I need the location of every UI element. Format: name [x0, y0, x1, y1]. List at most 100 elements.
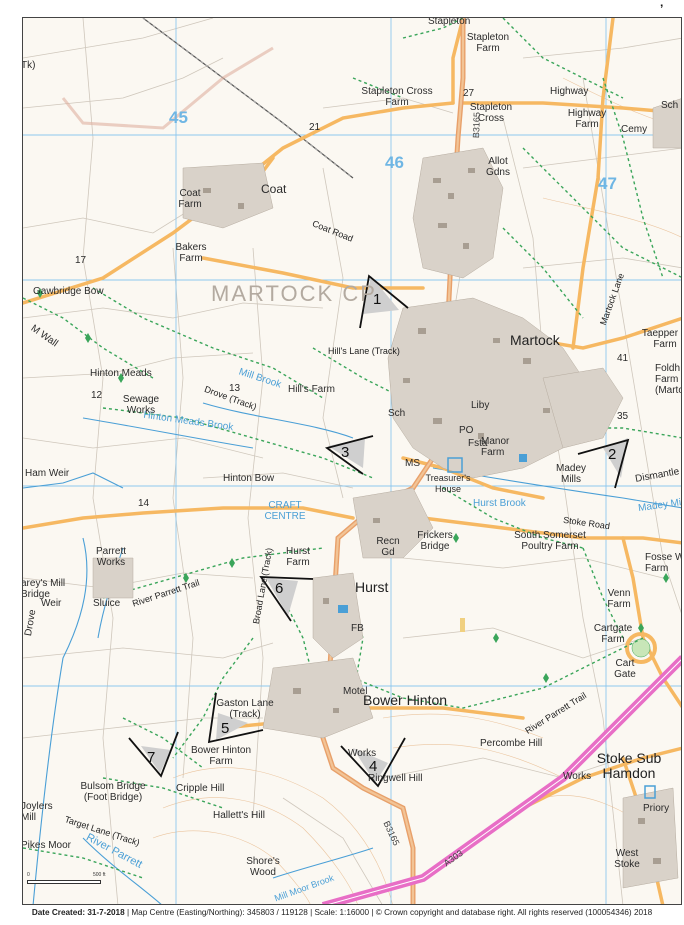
grid-number-47: 47 [598, 174, 617, 193]
place-treasurers-house: Treasurer's House [425, 473, 471, 494]
viewpoint-3[interactable]: 3 [324, 435, 374, 475]
built-up-areas [92, 98, 681, 889]
place-manor-farm: Manor Farm [481, 436, 510, 458]
road-number-35: 35 [617, 411, 629, 422]
road-number-41: 41 [617, 353, 629, 364]
footer-details: | Map Centre (Easting/Northing): 345803 … [124, 908, 653, 917]
place-joylers-mill: Joylers Mill [22, 801, 53, 823]
place-bulsom-bridge: Bulsom Bridge (Foot Bridge) [80, 781, 146, 803]
grid-lines [23, 18, 681, 904]
place-pikes-moor: Pikes Moor [22, 840, 72, 851]
place-ringwell-hill: Ringwell Hill [368, 773, 423, 784]
map-frame[interactable]: 1 2 3 4 5 [22, 17, 682, 905]
parish-label: MARTOCK CP [211, 281, 377, 306]
place-taepper-farm: Taepper C Farm [641, 328, 681, 350]
place-sluice: Sluice [93, 598, 121, 609]
place-library: Liby [471, 400, 490, 411]
place-stapleton: Stapleton [428, 17, 471, 27]
place-venn-farm: Venn Farm [607, 588, 631, 610]
viewpoint-6[interactable]: 6 [259, 576, 314, 622]
place-martock: Martock [510, 332, 560, 348]
place-shores-wood: Shore's Wood [246, 856, 280, 878]
place-works-bower-hinton: Works [348, 748, 377, 759]
viewpoint-4[interactable]: 4 [340, 737, 406, 788]
place-motel: Motel [343, 686, 368, 697]
scale-bar-zero: 0 [27, 872, 30, 878]
grid-number-45: 45 [169, 108, 188, 127]
place-sch-ne: Sch [661, 100, 679, 111]
viewpoint-2-label: 2 [608, 446, 616, 463]
viewpoint-5-label: 5 [221, 720, 229, 737]
place-cemy: Cemy [621, 124, 648, 135]
corner-mark: ’ [660, 2, 664, 16]
blue-symbols [338, 454, 656, 799]
field-boundaries [23, 18, 681, 904]
viewpoint-7[interactable]: 7 [128, 731, 179, 778]
place-foldhill-farm: Foldh Farm (Marto [655, 363, 682, 396]
road-number-21: 21 [309, 122, 321, 133]
viewpoint-7-label: 7 [147, 749, 155, 766]
place-fosse-way-farm: Fosse Wa Farm [645, 552, 681, 574]
place-west-stoke: West Stoke [614, 848, 640, 870]
label-hurst-brook: Hurst Brook [473, 498, 526, 509]
place-works-east: Works [563, 771, 592, 782]
place-coat-farm: Coat Farm [178, 188, 202, 210]
place-percombe-hill: Percombe Hill [480, 738, 543, 749]
place-ham-weir: Ham Weir [25, 468, 70, 479]
place-weir: Weir [41, 598, 62, 609]
place-madey-mills: Madey Mills [555, 463, 587, 485]
label-hills-lane: Hill's Lane (Track) [328, 346, 400, 356]
road-number-14: 14 [138, 498, 150, 509]
footer-date: Date Created: 31-7-2018 [31, 908, 125, 917]
place-cartgate-farm: Cartgate Farm [593, 623, 633, 645]
place-hinton-meads: Hinton Meads [90, 368, 152, 379]
place-priory: Priory [643, 803, 670, 814]
place-south-somerset-poultry-farm: South Somerset Poultry Farm [514, 530, 586, 552]
place-stapleton-cross: Stapleton Cross [469, 102, 513, 124]
map-canvas[interactable]: 1 2 3 4 5 [23, 18, 682, 905]
place-hills-farm: Hill's Farm [288, 384, 335, 395]
viewpoints: 1 2 3 4 5 [128, 274, 630, 788]
viewpoint-1-label: 1 [373, 291, 381, 308]
scale-bar: 0 500 ft [27, 872, 107, 884]
contour-lines [152, 77, 681, 904]
place-craft-centre: CRAFT CENTRE [264, 500, 306, 522]
road-number-13: 13 [229, 383, 241, 394]
place-bakers-farm: Bakers Farm [175, 242, 207, 264]
road-number-27: 27 [463, 88, 475, 99]
place-footbridge: FB [351, 623, 364, 634]
place-hinton-bow: Hinton Bow [223, 473, 275, 484]
place-frickers-bridge: Frickers Bridge [417, 530, 453, 552]
place-fsta: Fsta [468, 438, 488, 449]
viewpoint-1[interactable]: 1 [359, 274, 409, 329]
place-stapleton-farm: Stapleton Farm [466, 32, 510, 54]
place-milestone: MS [405, 458, 420, 469]
place-cripple-hill: Cripple Hill [176, 783, 225, 794]
place-hurst-farm: Hurst Farm [286, 546, 310, 568]
place-hurst: Hurst [355, 579, 389, 595]
label-gaston-lane: Gaston Lane (Track) [216, 698, 274, 720]
place-stapleton-cross-farm: Stapleton Cross Farm [361, 86, 433, 108]
place-sch-martock: Sch [388, 408, 406, 419]
place-halletts-hill: Hallett's Hill [213, 810, 265, 821]
place-parrett-works: Parrett Works [95, 546, 127, 568]
viewpoint-4-label: 4 [369, 758, 377, 775]
map-footer: Date Created: 31-7-2018 | Map Centre (Ea… [0, 908, 684, 922]
place-bower-hinton-farm: Bower Hinton Farm [190, 745, 252, 767]
grid-number-46: 46 [385, 153, 404, 172]
place-highway-farm: Highway Farm [567, 108, 607, 130]
place-highway: Highway [550, 86, 589, 97]
viewpoint-5[interactable]: 5 [207, 692, 264, 744]
road-number-12: 12 [91, 390, 103, 401]
road-number-17: 17 [75, 255, 87, 266]
place-sewage-works: Sewage Works [122, 394, 160, 416]
place-cart-gate: Cart Gate [614, 658, 636, 680]
viewpoint-2[interactable]: 2 [577, 438, 630, 489]
place-gawbridge-bow: Gawbridge Bow [33, 286, 104, 297]
place-stoke-sub-hamdon: Stoke Sub Hamdon [596, 750, 662, 781]
place-tk: Tk) [22, 60, 36, 71]
road-label-b3165-north: B3165 [471, 111, 482, 139]
place-recreation-ground: Recn Gd [376, 536, 400, 558]
viewpoint-6-label: 6 [275, 580, 283, 597]
scale-bar-max: 500 ft [93, 872, 106, 878]
